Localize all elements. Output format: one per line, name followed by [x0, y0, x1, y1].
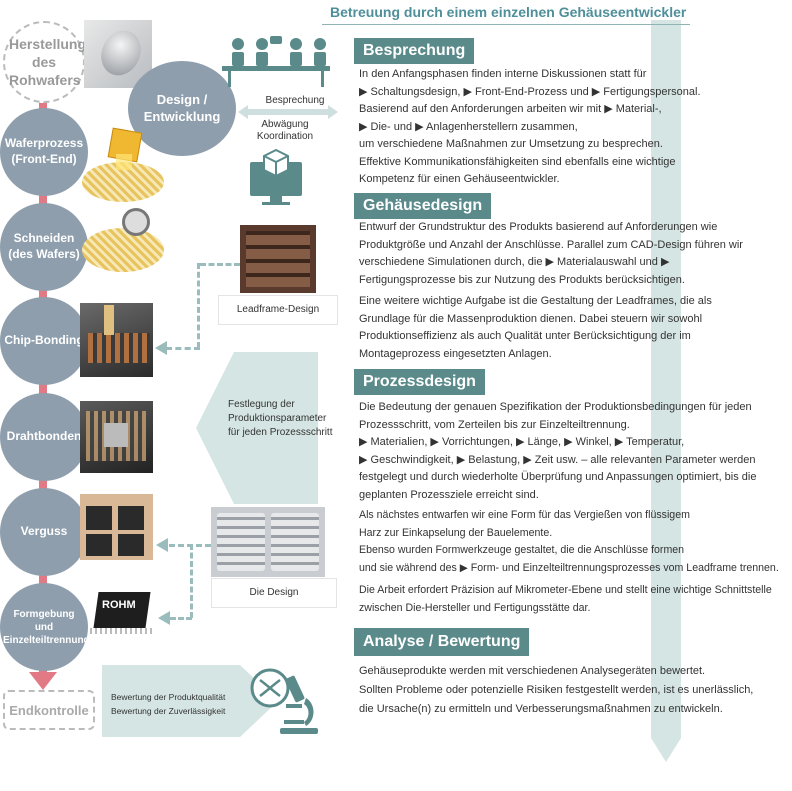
meeting-label-1: Besprechung — [265, 95, 325, 106]
meeting-label-3: Koordination — [256, 131, 314, 142]
text-line: Produktgröße und Anzahl der Anschlüsse. … — [359, 238, 743, 251]
section-header-prozessdesign: Prozessdesign — [354, 369, 485, 395]
text-line: und sie während des ▶ Form- und Einzelte… — [359, 561, 779, 574]
molding-image — [80, 494, 153, 560]
section-text-analyse: Gehäuseprodukte werden mit verschiedenen… — [359, 662, 753, 719]
text-line: Entwurf der Grundstruktur des Produkts b… — [359, 221, 718, 233]
text-line: Gehäuseprodukte werden mit verschiedenen… — [359, 665, 706, 677]
quality-evaluation-arrow — [102, 665, 278, 737]
text-line: In den Anfangsphasen finden interne Disk… — [359, 68, 647, 80]
text-line: verschiedene Simulationen durch, die ▶ M… — [359, 256, 670, 268]
title-underline — [322, 24, 690, 25]
process-end-label: Endkontrolle — [9, 702, 89, 718]
wafer-dicing-image — [82, 204, 164, 276]
step-schneiden: Schneiden (des Wafers) — [0, 203, 88, 291]
dashed-connector — [200, 263, 240, 266]
text-line: ▶ Geschwindigkeit, ▶ Belastung, ▶ Zeit u… — [359, 453, 756, 466]
text-line: die Ursache(n) zu ermitteln und Verbesse… — [359, 703, 723, 715]
step-label: Formgebung und Einzelteiltrennung — [3, 608, 90, 646]
process-start-circle: Herstellung des Rohwafers — [3, 21, 87, 103]
text-line: Ebenso wurden Formwerkzeuge gestaltet, d… — [359, 544, 685, 556]
section-text-gehaeusedesign-1: Entwurf der Grundstruktur des Produkts b… — [359, 219, 743, 289]
dna-icon — [250, 668, 290, 708]
step-label: Waferprozess (Front-End) — [4, 136, 84, 166]
dashed-connector — [166, 347, 200, 350]
text-line: Die Bedeutung der genauen Spezifikation … — [359, 401, 752, 413]
text-line: Harz zur Einkapselung der Bauelemente. — [359, 526, 553, 539]
flow-arrow-background — [651, 20, 681, 762]
leadframe-image — [240, 225, 316, 293]
page-title: Betreuung durch einem einzelnen Gehäusee… — [330, 4, 687, 20]
text-line: Effektive Kommunikationsfähigkeiten sind… — [359, 155, 676, 168]
text-line: um verschiedene Maßnahmen zur Umsetzung … — [359, 138, 663, 150]
ic-package-image: ROHM — [86, 586, 160, 642]
wire-bonding-image — [80, 401, 153, 473]
section-header-analyse: Analyse / Bewertung — [354, 628, 530, 656]
section-header-gehaeusedesign: Gehäusedesign — [354, 193, 492, 219]
process-parameter-text: Festlegung der Produktionsparameter für … — [228, 398, 333, 440]
dashed-connector — [170, 617, 192, 620]
step-chip-bonding: Chip-Bonding — [0, 297, 88, 385]
param-line: Produktionsparameter — [228, 413, 327, 424]
chip-bonding-image — [80, 303, 153, 377]
chip-brand-text: ROHM — [102, 599, 136, 611]
dashed-connector — [190, 544, 193, 618]
text-line: Prozessschritt, vom Zerteilen bis zur Ei… — [359, 418, 630, 431]
text-line: Sollten Probleme oder potenzielle Risike… — [359, 684, 754, 696]
step-label: Chip-Bonding — [4, 333, 84, 348]
meeting-icon — [222, 36, 330, 87]
connector-arrowhead — [155, 341, 167, 355]
section-text-prozessdesign-3: Die Arbeit erfordert Präzision auf Mikro… — [359, 582, 772, 617]
step-formgebung: Formgebung und Einzelteiltrennung — [0, 583, 90, 671]
param-line: Festlegung der — [228, 399, 295, 410]
quality-line: Bewertung der Zuverlässigkeit — [111, 706, 226, 716]
spine-arrowhead — [29, 672, 57, 690]
mold-design-label: Die Design — [211, 578, 337, 608]
dashed-connector — [197, 263, 200, 348]
step-label: Drahtbonden — [6, 429, 82, 444]
text-line: ▶ Schaltungsdesign, ▶ Front-End-Prozess … — [359, 85, 701, 98]
text-line: Fertigungsprozesse bis zur Nutzung des P… — [359, 273, 685, 286]
cad-monitor-icon — [250, 148, 302, 205]
quality-evaluation-text: Bewertung der Produktqualität Bewertung … — [111, 690, 225, 718]
text-line: geplanten Prozessziele erreicht sind. — [359, 488, 539, 501]
quality-line: Bewertung der Produktqualität — [111, 692, 226, 702]
section-text-prozessdesign-2: Als nächstes entwarfen wir eine Form für… — [359, 507, 779, 577]
step-drahtbonden: Drahtbonden — [0, 393, 88, 481]
text-line: Eine weitere wichtige Aufgabe ist die Ge… — [359, 295, 712, 307]
text-line: Als nächstes entwarfen wir eine Form für… — [359, 509, 690, 521]
mold-design-image — [211, 507, 325, 577]
wafer-process-image — [82, 124, 164, 204]
design-circle: Design / Entwicklung — [128, 61, 236, 156]
text-line: zwischen Die-Hersteller und Fertigungsst… — [359, 601, 591, 614]
text-line: Montageprozess eingesetzten Anlagen. — [359, 347, 552, 360]
text-line: festgelegt und durch wiederholte Überprü… — [359, 471, 757, 483]
microscope-icon — [280, 675, 318, 734]
text-line: Grundlage für die Massenproduktion diene… — [359, 312, 703, 325]
section-text-prozessdesign-1: Die Bedeutung der genauen Spezifikation … — [359, 399, 756, 504]
step-label: Verguss — [20, 524, 68, 539]
text-line: Basierend auf den Anforderungen arbeiten… — [359, 103, 662, 115]
process-parameter-chevron — [196, 352, 318, 504]
connector-arrowhead — [156, 538, 168, 552]
bidirectional-arrow-icon — [238, 105, 338, 119]
meeting-label-2: Abwägung — [261, 119, 309, 130]
design-label: Design / Entwicklung — [143, 91, 221, 124]
step-waferprozess: Waferprozess (Front-End) — [0, 108, 88, 196]
step-verguss: Verguss — [0, 488, 88, 576]
text-line: Kompetenz für einen Gehäuseentwickler. — [359, 173, 560, 185]
section-text-besprechung: In den Anfangsphasen finden interne Disk… — [359, 66, 701, 189]
text-line: Produktionseffizienz als auch Qualität u… — [359, 330, 691, 342]
text-line: ▶ Materialien, ▶ Vorrichtungen, ▶ Länge,… — [359, 436, 685, 448]
text-line: Die Arbeit erfordert Präzision auf Mikro… — [359, 584, 772, 596]
process-start-label: Herstellung des Rohwafers — [9, 35, 87, 89]
connector-arrowhead — [158, 611, 170, 625]
param-line: für jeden Prozessschritt — [228, 427, 333, 438]
process-end-box: Endkontrolle — [3, 690, 95, 730]
leadframe-label: Leadframe-Design — [218, 295, 338, 325]
section-header-besprechung: Besprechung — [354, 38, 475, 64]
step-label: Schneiden (des Wafers) — [8, 231, 80, 261]
section-text-gehaeusedesign-2: Eine weitere wichtige Aufgabe ist die Ge… — [359, 293, 712, 363]
text-line: ▶ Die- und ▶ Anlagenherstellern zusammen… — [359, 120, 578, 133]
